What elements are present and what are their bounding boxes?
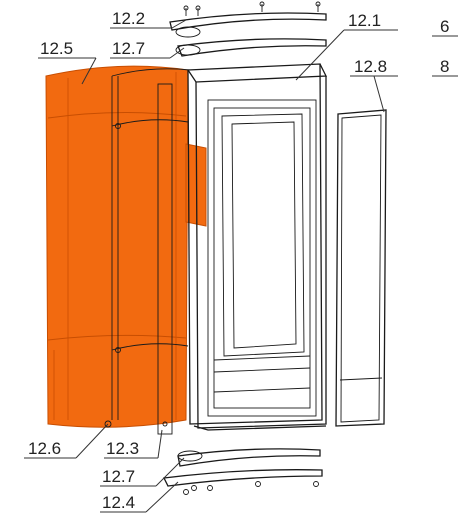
label-ref-8: 8 xyxy=(440,57,449,76)
label-12-1: 12.1 xyxy=(348,11,381,30)
leader-lines xyxy=(24,19,458,513)
side-panel-12-5 xyxy=(45,65,207,428)
label-12-6: 12.6 xyxy=(28,439,61,458)
label-12-4: 12.4 xyxy=(102,493,135,512)
top-rail-12-7 xyxy=(175,26,327,57)
label-12-7-top: 12.7 xyxy=(112,39,145,58)
label-12-7-bottom: 12.7 xyxy=(102,467,135,486)
bottom-rail-12-4 xyxy=(163,469,323,495)
frame-rods xyxy=(104,68,191,428)
label-12-2: 12.2 xyxy=(112,9,145,28)
label-12-3: 12.3 xyxy=(106,439,139,458)
label-12-5: 12.5 xyxy=(40,39,73,58)
vertical-strap-12-3 xyxy=(157,83,173,435)
label-12-8: 12.8 xyxy=(354,57,387,76)
bottom-rail-12-7 xyxy=(177,448,321,467)
part-labels: 12.2 12.7 12.5 12.1 12.8 6 8 12.6 12.3 1… xyxy=(28,9,449,512)
door-frame-12-1 xyxy=(187,63,328,431)
top-rail-12-2 xyxy=(169,1,327,31)
label-ref-6: 6 xyxy=(440,17,449,36)
door-gasket-12-8 xyxy=(335,109,387,427)
